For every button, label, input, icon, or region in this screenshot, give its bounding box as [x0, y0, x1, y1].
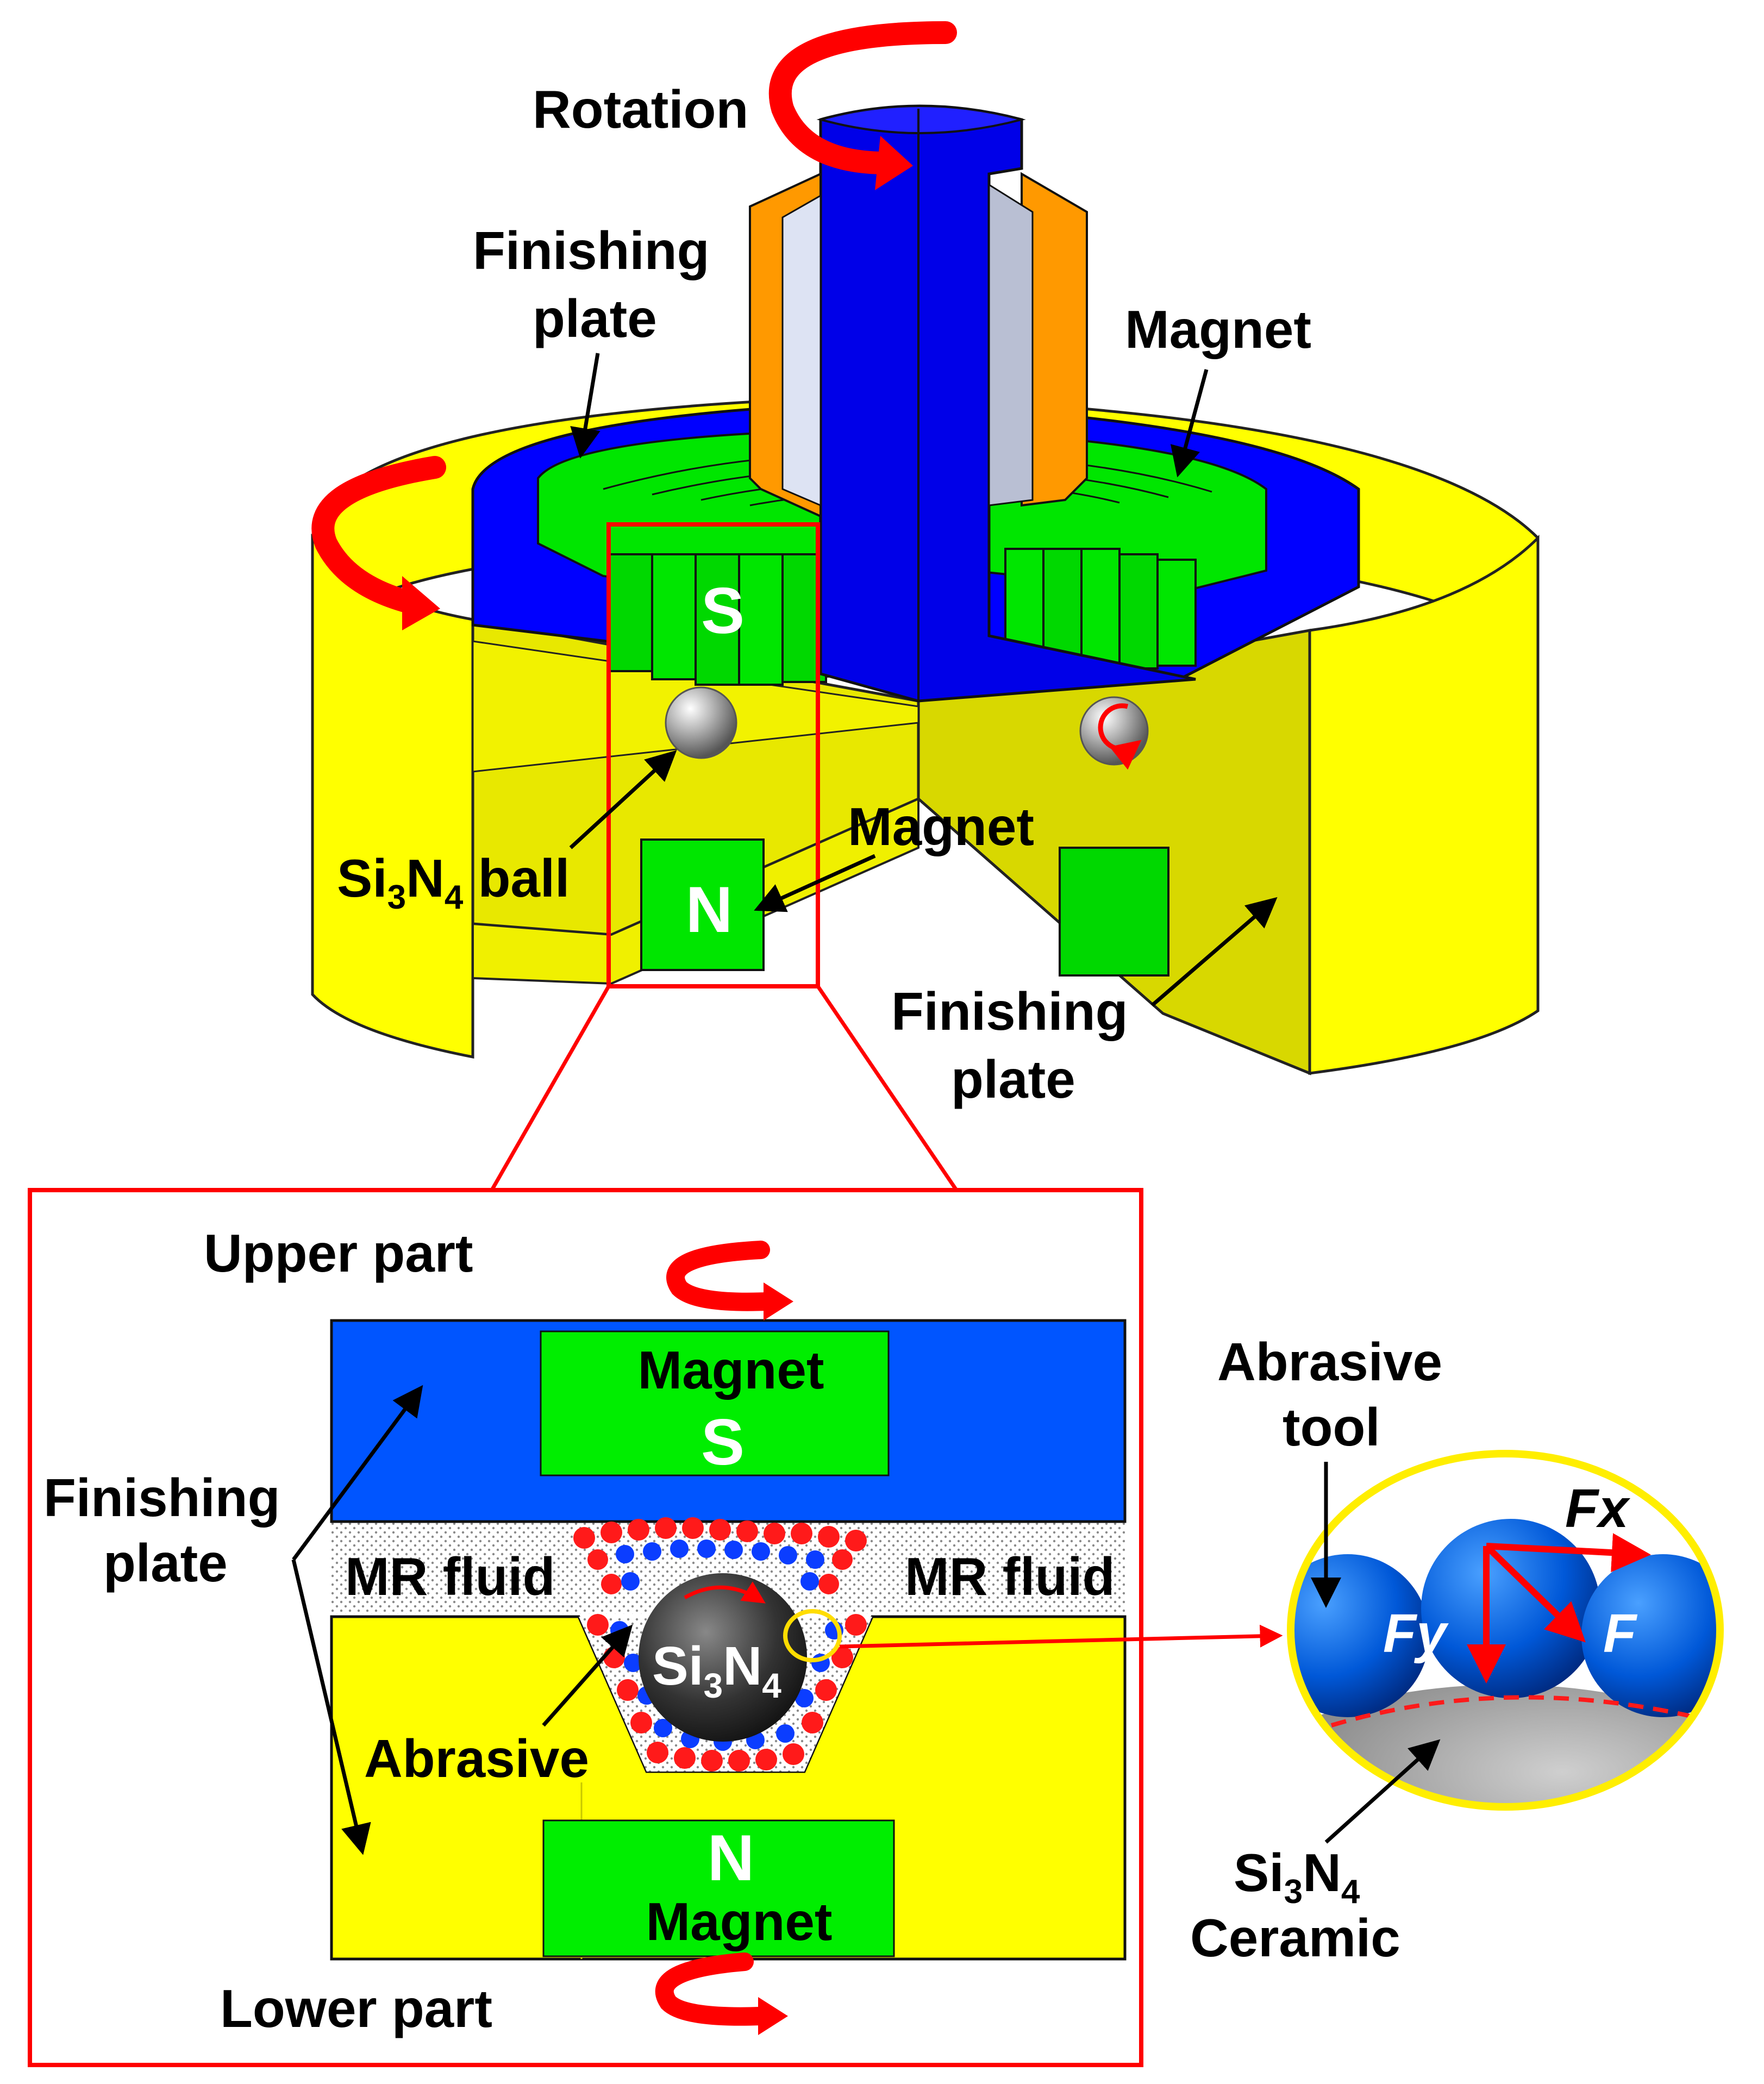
pole-n-top: N: [686, 873, 733, 946]
collar-left-inner: [781, 194, 822, 507]
ball-label-arrow: [569, 750, 677, 849]
lower-magnet-label: Magnet: [646, 1892, 833, 1951]
detail-panel: Upper part Lower part Magnet S N Magnet …: [28, 1188, 1283, 2067]
magnet-top-arrow: [1170, 369, 1209, 478]
magnet-top-label: Magnet: [1125, 299, 1311, 359]
force-f-label: F: [1603, 1603, 1638, 1664]
finishing-plate-top-line2: plate: [533, 289, 657, 348]
force-f-arrow: [1484, 1543, 1586, 1643]
right-magnet-segments: [1004, 548, 1197, 669]
bottom-rim-left: [472, 797, 919, 985]
center-si3n4-ball: [639, 1573, 807, 1742]
lower-pole-n: N: [708, 1822, 755, 1894]
ceramic-arrow: [1324, 1739, 1441, 1844]
inset-border: [1287, 1450, 1724, 1811]
upper-magnet: [540, 1330, 890, 1476]
lower-part-label: Lower part: [220, 1979, 492, 2038]
ball-rotation-arrow: [1098, 703, 1142, 770]
pole-s-top: S: [701, 574, 745, 647]
magnet-mid-arrow: [754, 854, 876, 912]
ceramic-surface: [1291, 1685, 1720, 1807]
abrasive-ball-left: [1291, 1554, 1429, 1717]
outer-cylinder-front-right: [1308, 534, 1540, 1075]
upper-pole-s: S: [701, 1406, 745, 1479]
ceramic-label-line1: Si3N4: [1234, 1843, 1360, 1911]
abrasive-label: Abrasive: [364, 1729, 589, 1788]
collar-right-inner: [988, 183, 1034, 506]
magnet-mid-label: Magnet: [848, 797, 1034, 856]
mr-fluid-right-label: MR fluid: [905, 1547, 1115, 1606]
center-ball-rotation-arrow: [684, 1581, 766, 1604]
mr-fluid-left-label: MR fluid: [345, 1547, 555, 1606]
zoom-line-right: [816, 985, 958, 1191]
zoom-rectangle: [606, 522, 820, 988]
abrasive-arrow: [542, 1624, 633, 1727]
abrasive-ball-right: [1581, 1554, 1720, 1717]
abrasive-tool-label-line2: tool: [1283, 1397, 1380, 1457]
finishing-plate-label-line2: plate: [103, 1533, 228, 1593]
contact-highlight-circle: [783, 1609, 842, 1662]
lower-rotation-arrow-head: [758, 1997, 788, 2035]
lower-magnet-right: [1059, 847, 1169, 977]
inset-link-arrow: [839, 1624, 1283, 1649]
shaft-top: [816, 105, 1026, 134]
finishing-plate-bottom-line2: plate: [951, 1049, 1075, 1109]
finishing-plate-top-arrow: [570, 353, 600, 459]
lower-magnet-left: [640, 838, 765, 971]
lower-rotation-arrow: [655, 1952, 770, 2026]
finishing-plate-arrow-up: [292, 1385, 423, 1561]
finishing-plate-top-line1: Finishing: [473, 221, 710, 280]
outer-cylinder-front-left: [311, 533, 474, 1059]
center-ball-label: Si3N4: [652, 1636, 781, 1705]
force-fy-label: Fy: [1383, 1603, 1449, 1664]
upper-rotation-arrow: [666, 1241, 775, 1311]
abrasive-tool-label-line1: Abrasive: [1217, 1332, 1442, 1392]
abrasive-ball-center: [1421, 1519, 1600, 1698]
force-fx-arrow: [1486, 1533, 1651, 1573]
rotation-arrow-left-head: [402, 576, 440, 630]
upper-rotation-arrow-head: [764, 1282, 793, 1321]
top-assembly: S N Rotation Finishing plate Magnet Si3N…: [311, 21, 1540, 1191]
rotation-arrow-left: [311, 456, 446, 615]
upper-part-label: Upper part: [204, 1223, 473, 1283]
contact-line: [1330, 1695, 1696, 1728]
finishing-plate-label-line1: Finishing: [43, 1468, 280, 1528]
zoom-line-left: [490, 985, 611, 1191]
rotation-arrow-top: [768, 21, 957, 174]
si3n4-ball-left: [665, 686, 737, 759]
contact-inset: Fx Fy F Abrasive tool Si3N4 Ceramic: [1190, 1332, 1724, 1968]
finishing-plate-bottom-arrow: [1150, 897, 1278, 1007]
finishing-plate-bottom-line1: Finishing: [891, 981, 1128, 1041]
force-fx-label: Fx: [1565, 1478, 1630, 1539]
finishing-plate-arrow-down: [291, 1559, 371, 1855]
rotation-label: Rotation: [533, 79, 748, 139]
upper-magnet-label: Magnet: [638, 1340, 824, 1400]
rotation-arrow-top-head: [875, 136, 913, 190]
ceramic-label-line2: Ceramic: [1190, 1908, 1400, 1968]
ball-label: Si3N4 ball: [337, 848, 570, 916]
